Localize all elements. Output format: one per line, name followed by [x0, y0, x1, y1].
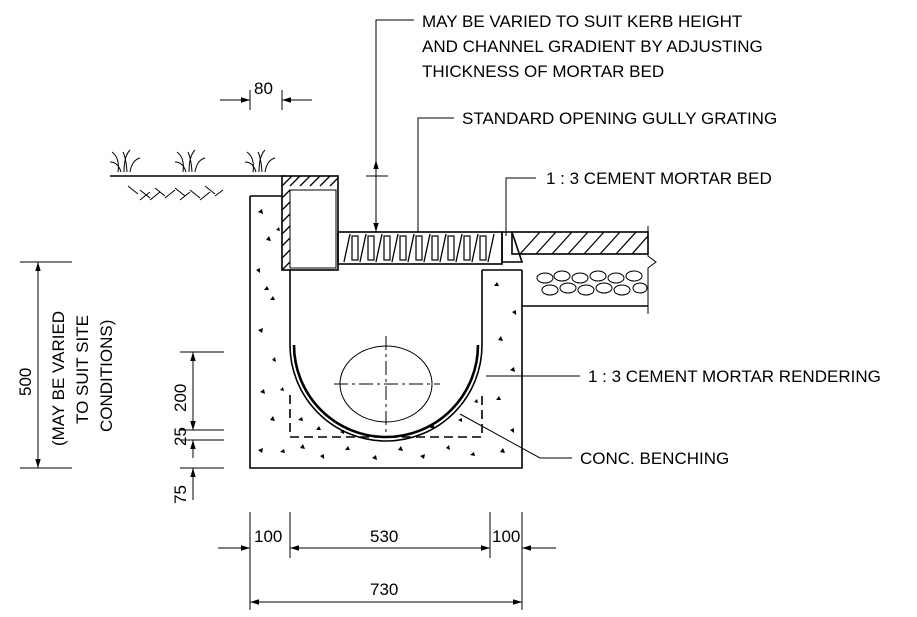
outlet-pipe: [334, 336, 440, 432]
dimension-kerb-width: [220, 90, 312, 110]
rendering-label: 1 : 3 CEMENT MORTAR RENDERING: [588, 367, 881, 386]
dimension-label: 200: [171, 384, 190, 412]
road-pavement: [501, 226, 657, 314]
concrete-chamber: [249, 195, 648, 469]
dimension-label: 100: [492, 527, 520, 546]
kerb-note-line1: MAY BE VARIED TO SUIT KERB HEIGHT: [422, 12, 742, 31]
dimension-widths: [218, 512, 556, 610]
gully-grating: [337, 231, 503, 265]
depth-note-line3: CONDITIONS): [97, 320, 116, 432]
dimension-label: 530: [370, 527, 398, 546]
grating-label: STANDARD OPENING GULLY GRATING: [462, 109, 777, 128]
dimension-label: 730: [370, 580, 398, 599]
benching-label: CONC. BENCHING: [580, 449, 729, 468]
dimension-label: 80: [254, 79, 273, 98]
sub-base-aggregate: [536, 270, 648, 296]
dimension-label: 75: [171, 485, 190, 504]
grass-tuft-icon: [174, 149, 206, 173]
ground-surface: [109, 149, 285, 201]
depth-note-line1: (MAY BE VARIED: [49, 311, 68, 446]
kerb-stone: [281, 175, 339, 271]
grass-tuft-icon: [244, 149, 276, 173]
annotation-leaders: [366, 19, 580, 459]
depth-note-line2: TO SUIT SITE: [73, 315, 92, 424]
kerb-note-line2: AND CHANNEL GRADIENT BY ADJUSTING: [422, 37, 763, 56]
dimension-total-depth: [20, 261, 72, 469]
kerb-note-line3: THICKNESS OF MORTAR BED: [422, 62, 664, 81]
dimension-label: 100: [254, 527, 282, 546]
mortar-bed-label: 1 : 3 CEMENT MORTAR BED: [546, 169, 772, 188]
dimension-label: 25: [171, 427, 190, 446]
grass-tuft-icon: [109, 149, 141, 173]
dimension-label: 500: [16, 368, 35, 396]
dimension-benching: [180, 351, 224, 500]
